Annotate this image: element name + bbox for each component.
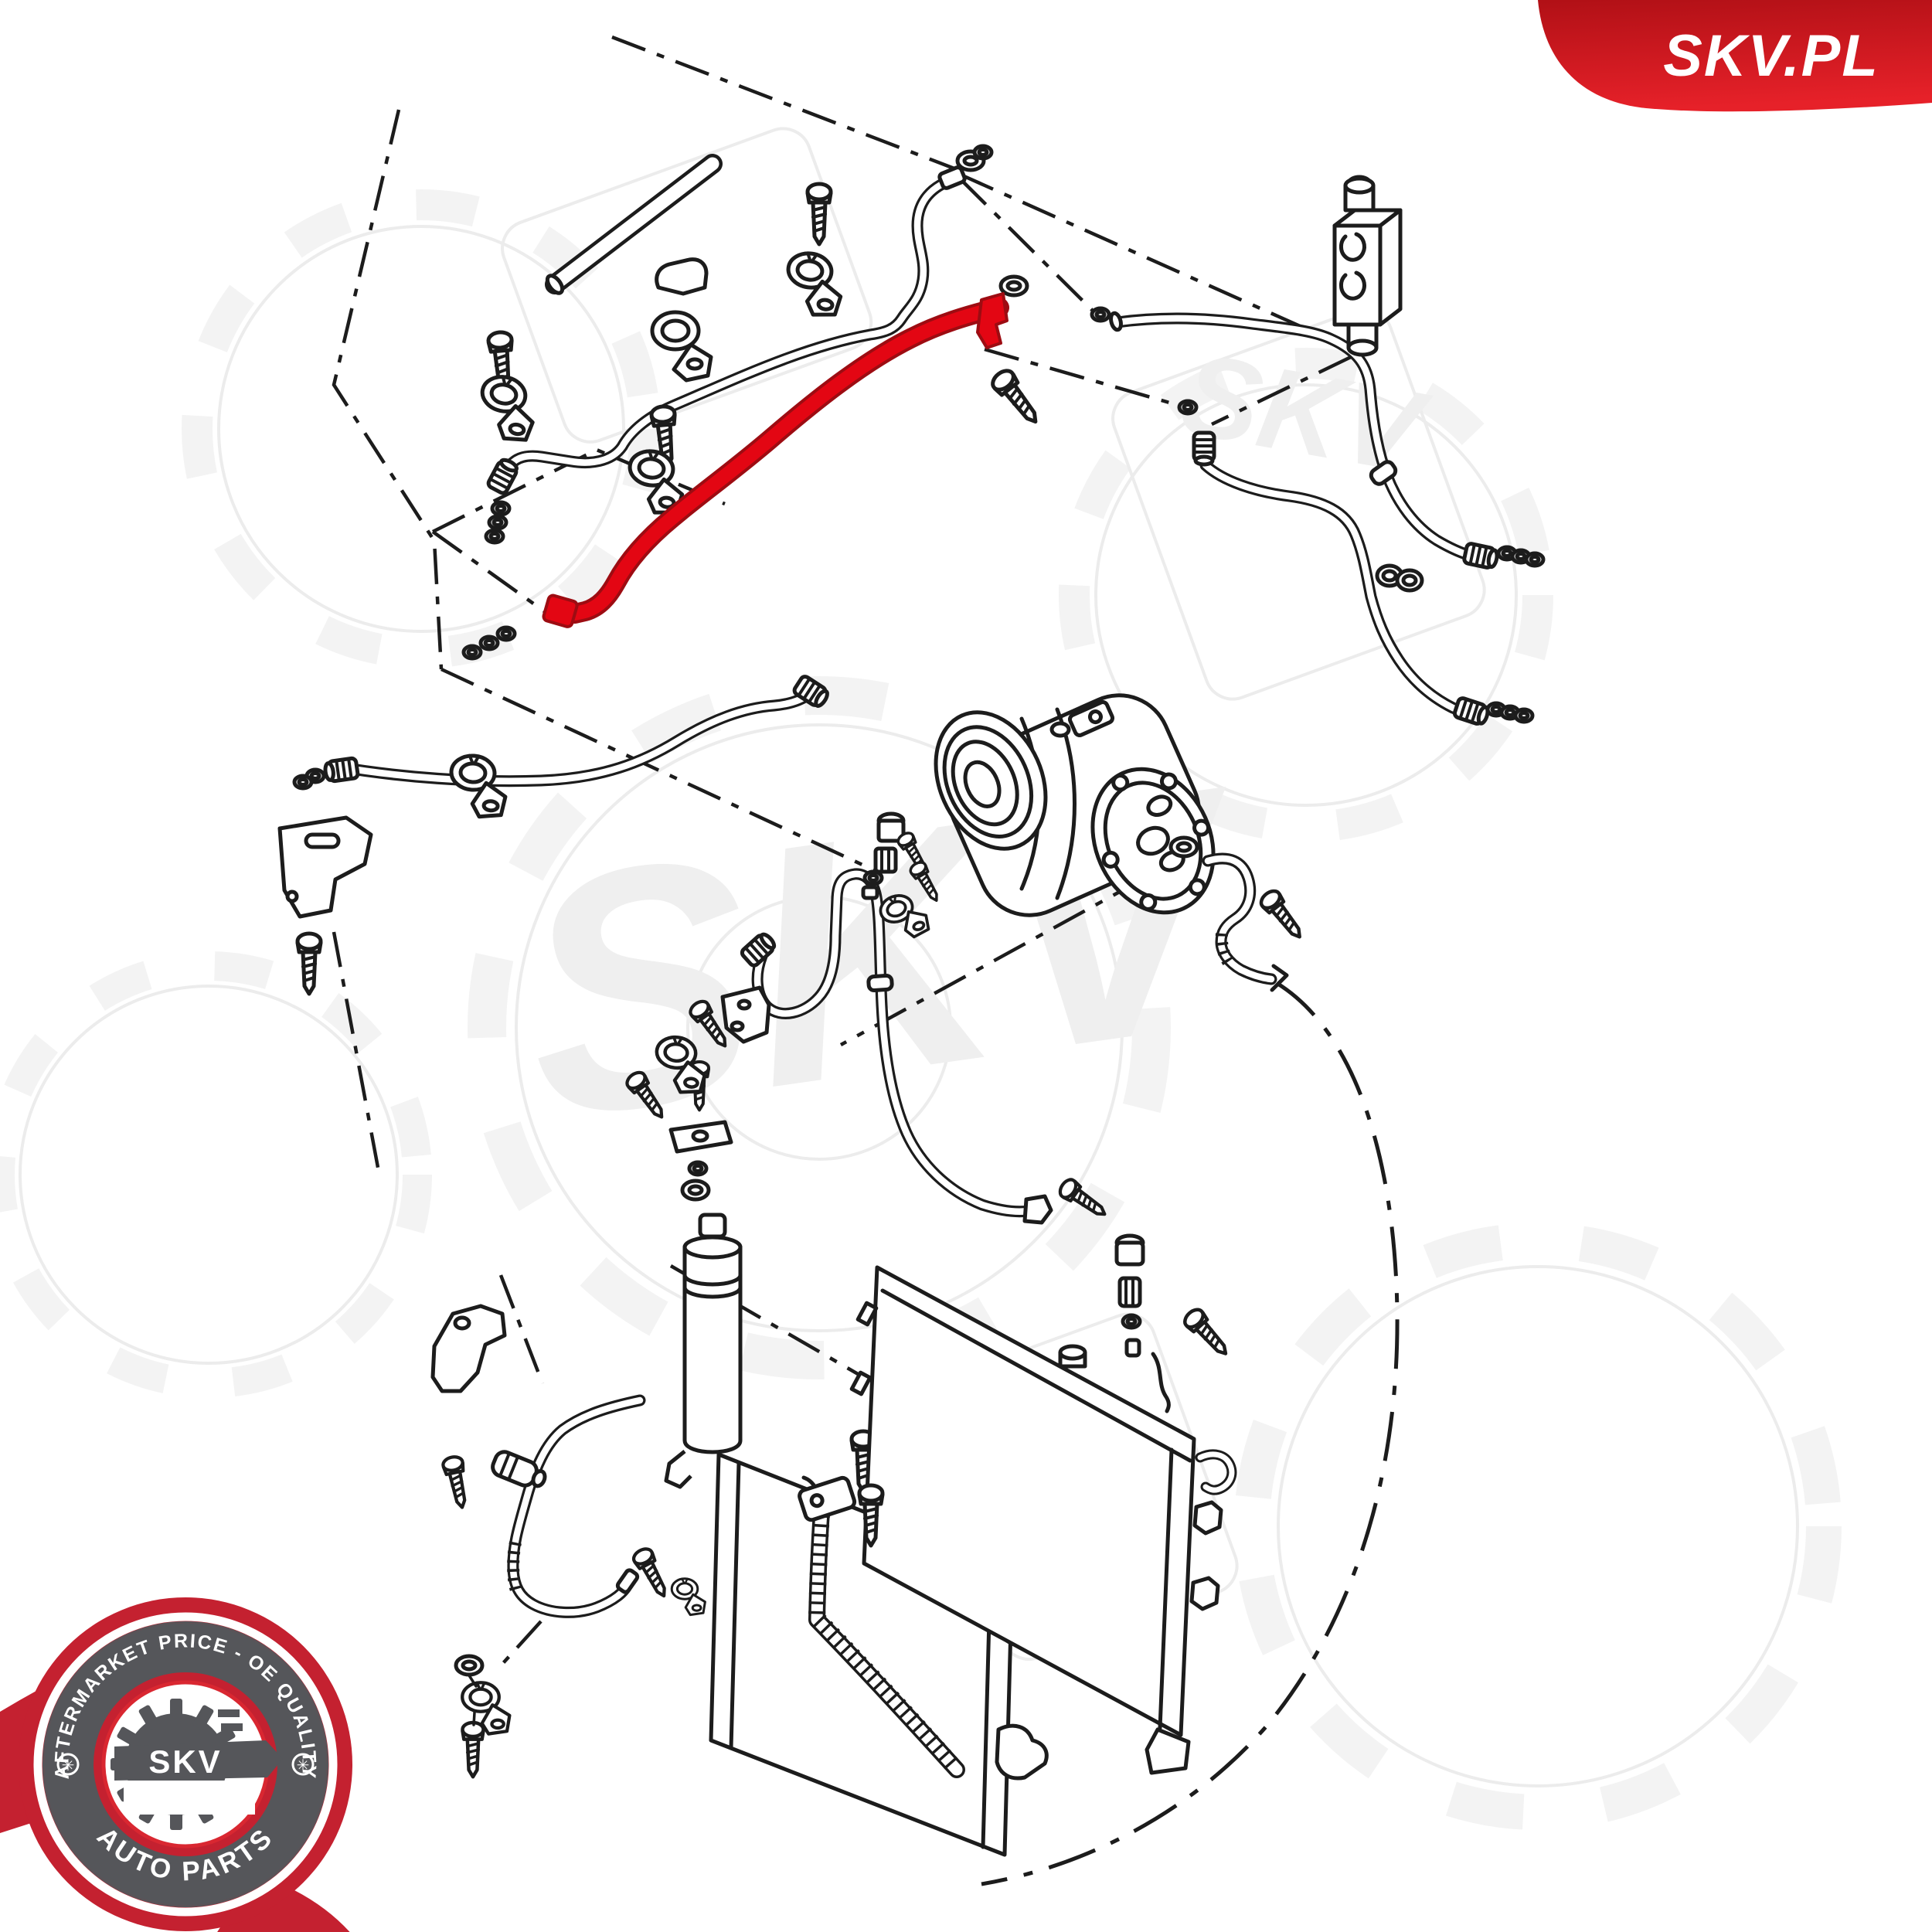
compressor-pulley: [934, 710, 1048, 851]
condenser-top-bracket: [798, 1475, 857, 1522]
radiator-filler-neck: [1058, 1344, 1087, 1369]
red-highlighted-pipe: [464, 292, 1009, 658]
service-valve-cap-stack: [861, 811, 906, 900]
radiator: [849, 1233, 1233, 1775]
receiver-drier: [664, 1062, 743, 1489]
leader-lines: [332, 35, 1400, 1886]
watermark-gear-icon: [1234, 1223, 1842, 1830]
watermark-frame: [1111, 308, 1486, 701]
watermark-frame: [501, 127, 873, 444]
logo-gear-label: SKV: [148, 1743, 222, 1780]
mounting-bracket-lower: [430, 1304, 507, 1509]
red-pipe-fitting: [976, 292, 1009, 349]
compressor-mount-tab: [1067, 700, 1115, 737]
compressor-port-cap: [1049, 721, 1071, 738]
watermark-gear-icon: [1059, 348, 1553, 842]
sensor-bracket-plate: [624, 985, 771, 1123]
pipe-high-pressure-line: [486, 146, 992, 543]
svg-text:✳: ✳: [297, 1757, 310, 1774]
compressor: [875, 693, 1216, 947]
brand-logo-seal: AFTERMARKET PRICE - OE QUALITY AUTO PART…: [0, 1597, 352, 1932]
pipe-condenser-line: [1092, 308, 1543, 569]
banner-brand-label: SKV.PL: [1663, 23, 1879, 89]
condenser-side-bracket: [995, 1723, 1049, 1781]
logo-separator-icon: ✳: [291, 1753, 315, 1776]
expansion-valve: [1332, 175, 1403, 357]
watermark-gear-icon: [182, 189, 661, 668]
compressor-rear-head: [1090, 767, 1216, 915]
two-piece-clamp: [650, 257, 713, 383]
red-pipe-end-cap: [542, 594, 579, 628]
pressure-switch: [491, 1450, 547, 1488]
drier-mount-stack: [668, 1062, 733, 1199]
mounting-bracket-left: [277, 815, 373, 994]
hose-end-fitting: [1022, 1177, 1111, 1225]
pipe-clamps-and-bolts: [448, 184, 1045, 1777]
diagram-line-art: [277, 35, 1543, 1886]
watermark-gear-icon: [0, 951, 432, 1398]
hose-receiver-drier-line: [507, 1400, 640, 1612]
pipe-protective-sleeve: [545, 154, 723, 295]
radiator-cap-stack: [1114, 1233, 1233, 1413]
svg-text:✳: ✳: [62, 1757, 75, 1774]
pipe-evaporator-line: [1179, 401, 1532, 726]
logo-separator-icon: ✳: [56, 1753, 80, 1776]
hose-with-service-valve: [740, 811, 1111, 1225]
hose-suction-elbow: [1171, 838, 1308, 992]
brand-banner: SKV.PL: [1538, 0, 1932, 112]
pipe-clip: [1375, 563, 1424, 593]
long-hose-loop-leader: [981, 981, 1400, 1886]
banner-ribbon: [1538, 0, 1932, 112]
logo-gear-icon: SKV: [111, 1699, 283, 1830]
